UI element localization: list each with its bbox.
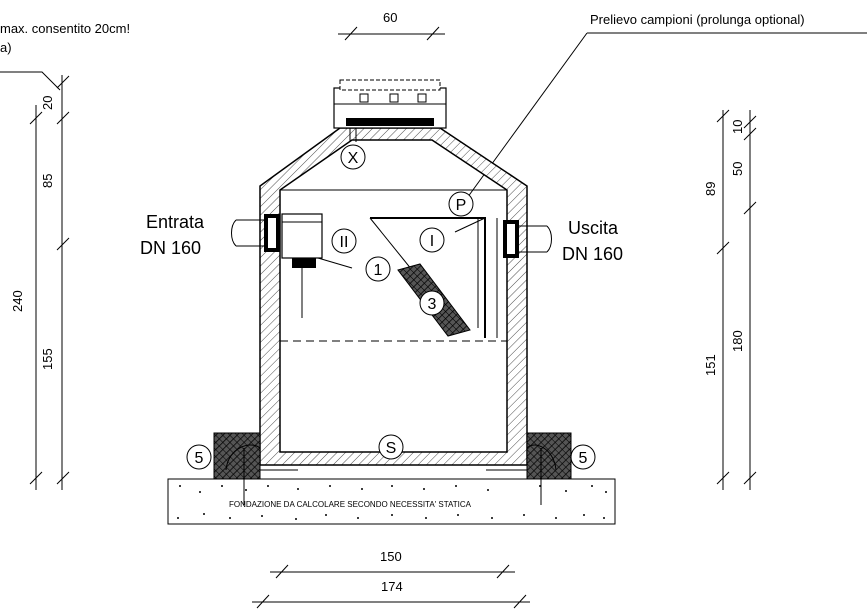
marker-5-left: 5 xyxy=(186,444,212,470)
dim-bottom-174-tick-left xyxy=(256,594,270,609)
dim-bottom-174-tick-right xyxy=(513,594,527,609)
separator-baffle xyxy=(369,217,498,338)
sampling-leader xyxy=(461,32,588,206)
support-block-left xyxy=(213,432,261,480)
dim-left-240: 240 xyxy=(10,290,25,312)
dim-right-tick-3 xyxy=(743,127,757,141)
note-sampling: Prelievo campioni (prolunga optional) xyxy=(590,12,805,27)
inlet-pipe xyxy=(231,214,280,252)
foundation-text: FONDAZIONE DA CALCOLARE SECONDO NECESSIT… xyxy=(229,500,472,509)
svg-text:3: 3 xyxy=(428,296,437,313)
svg-text:I: I xyxy=(430,233,434,250)
dim-left-tick-1 xyxy=(56,75,70,89)
svg-text:5: 5 xyxy=(579,450,588,467)
dim-left-tick-3 xyxy=(29,111,43,125)
dim-right-tick-4 xyxy=(743,201,757,215)
svg-text:5: 5 xyxy=(195,450,204,467)
dim-top-tick-left xyxy=(344,26,358,41)
inlet-label-line1: Entrata xyxy=(146,212,205,232)
marker-ii: II xyxy=(331,228,357,254)
dim-bottom-150-tick-left xyxy=(275,564,289,579)
support-block-right xyxy=(526,432,572,480)
dim-right-tick-2 xyxy=(743,115,757,129)
outlet-pipe xyxy=(503,220,552,258)
dim-top-width: 60 xyxy=(383,10,397,25)
dim-right-tick-7 xyxy=(743,471,757,485)
dim-right-151: 151 xyxy=(703,354,718,376)
dim-bottom-150: 150 xyxy=(380,549,402,564)
note-max-allowed: max. consentito 20cm! xyxy=(0,21,130,36)
dim-right-89: 89 xyxy=(703,182,718,196)
marker-s: S xyxy=(378,434,404,460)
dim-left-tick-5 xyxy=(56,471,70,485)
marker-1: 1 xyxy=(365,256,391,282)
svg-text:P: P xyxy=(456,197,467,214)
dim-right-10: 10 xyxy=(730,120,745,134)
svg-text:X: X xyxy=(348,150,359,167)
tank-shell xyxy=(259,127,528,466)
dim-left-155: 155 xyxy=(40,348,55,370)
dim-left-tick-4 xyxy=(56,237,70,251)
marker-3: 3 xyxy=(419,290,445,316)
dim-right-180: 180 xyxy=(730,330,745,352)
outlet-label-line2: DN 160 xyxy=(562,244,623,264)
inlet-label-line2: DN 160 xyxy=(140,238,201,258)
dim-left-tick-2 xyxy=(56,111,70,125)
dim-left-85: 85 xyxy=(40,174,55,188)
dim-right-tick-5 xyxy=(716,241,730,255)
dim-right-tick-6 xyxy=(716,471,730,485)
dim-right-50: 50 xyxy=(730,162,745,176)
dim-bottom-150-tick-right xyxy=(496,564,510,579)
svg-text:II: II xyxy=(340,234,349,251)
manhole-cover xyxy=(333,79,447,142)
anchor-right xyxy=(486,444,557,471)
dim-left-tick-6 xyxy=(29,471,43,485)
dim-right-tick-1 xyxy=(716,109,730,123)
marker-p: P xyxy=(448,191,474,217)
note-leader-left xyxy=(0,71,61,91)
marker-x: X xyxy=(340,144,366,170)
outlet-label-line1: Uscita xyxy=(568,218,619,238)
dim-left-20: 20 xyxy=(40,96,55,110)
anchor-left xyxy=(225,444,298,471)
svg-text:1: 1 xyxy=(374,262,383,279)
dim-top-tick-right xyxy=(426,26,440,41)
inlet-device xyxy=(281,213,353,318)
marker-i: I xyxy=(419,227,445,253)
foundation-dots xyxy=(177,485,607,520)
dim-bottom-174: 174 xyxy=(381,579,403,594)
svg-text:S: S xyxy=(386,440,397,457)
note-a: a) xyxy=(0,40,12,55)
marker-5-right: 5 xyxy=(570,444,596,470)
